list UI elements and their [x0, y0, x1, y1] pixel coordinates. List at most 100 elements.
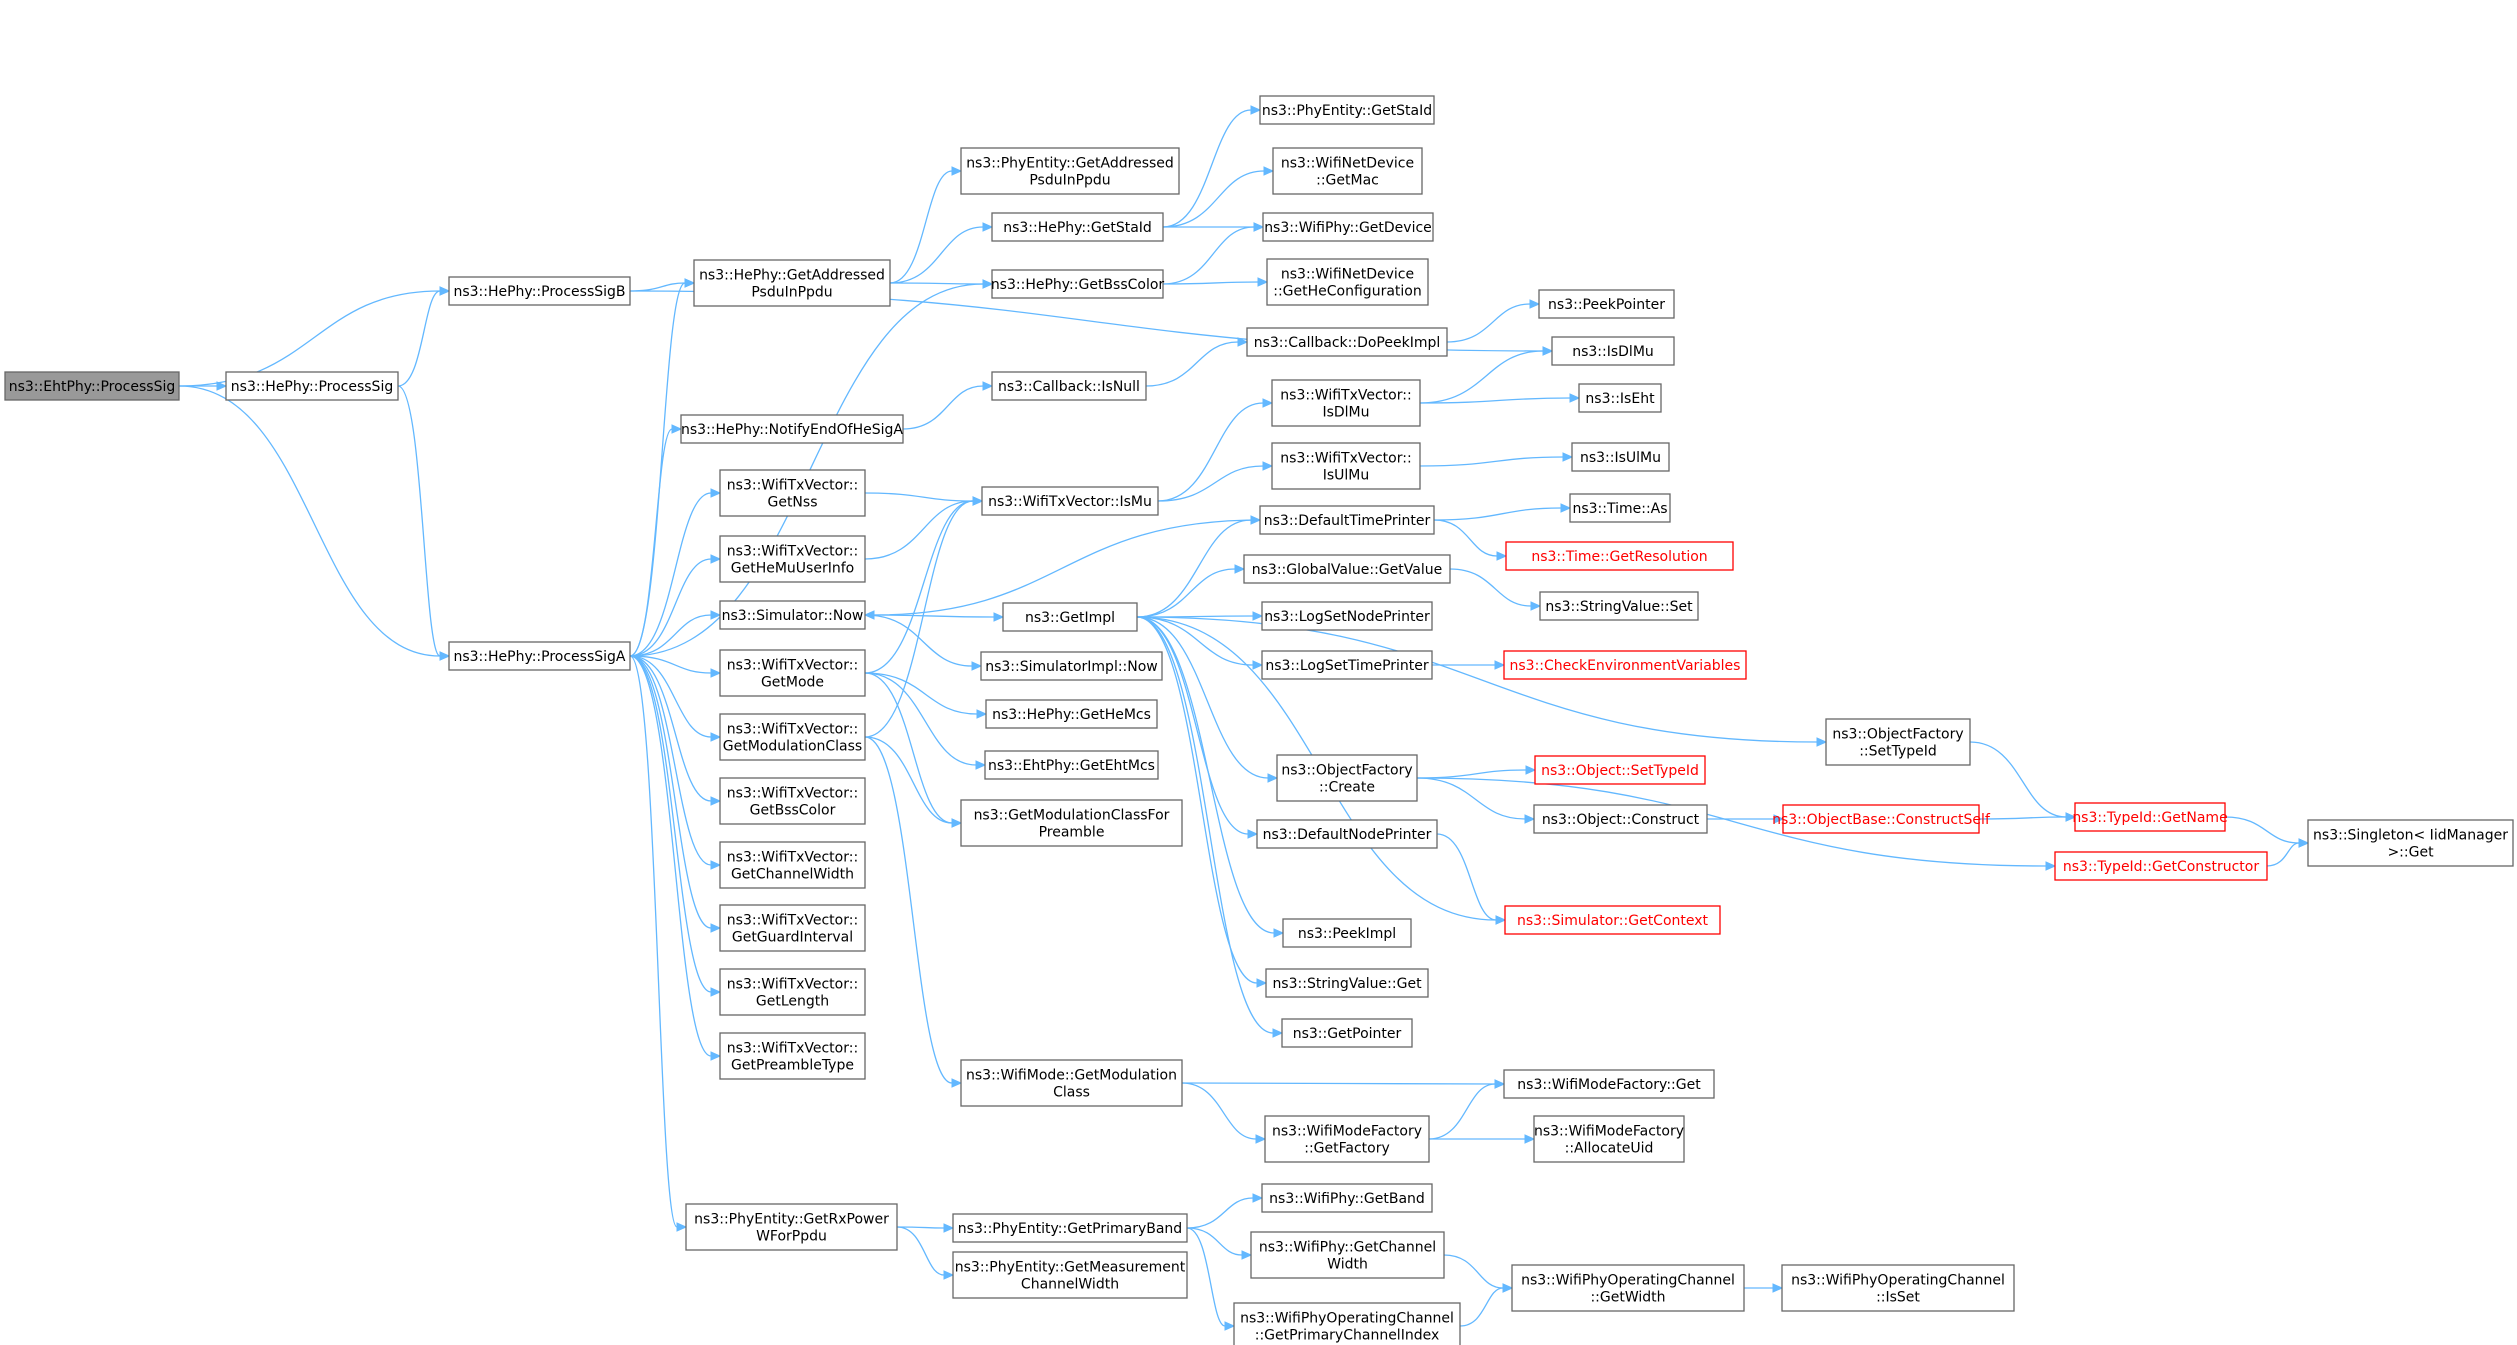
graph-node-n31[interactable]: ns3::LogSetNodePrinter [1261, 601, 1433, 631]
graph-node-n53[interactable]: ns3::WifiMode::GetModulationClass [960, 1059, 1183, 1107]
graph-node-n57[interactable]: ns3::WifiTxVector::GetBssColor [719, 777, 866, 825]
graph-node-n3[interactable]: ns3::HePhy::ProcessSigA [448, 641, 631, 671]
node-label: ns3::GetPointer [1293, 1026, 1402, 1042]
edge-line [864, 736, 953, 1084]
edge-line [1136, 616, 1274, 1034]
graph-node-n0[interactable]: ns3::EhtPhy::ProcessSig [4, 371, 180, 401]
graph-node-n30[interactable]: ns3::StringValue::Set [1539, 591, 1699, 621]
call-edge [1443, 1254, 1514, 1293]
graph-node-n11[interactable]: ns3::PhyEntity::GetStaId [1259, 95, 1435, 125]
graph-node-n59[interactable]: ns3::WifiTxVector::GetGuardInterval [719, 904, 866, 952]
graph-node-n69[interactable]: ns3::PhyEntity::GetMeasurementChannelWid… [952, 1251, 1188, 1299]
edge-line [629, 655, 712, 993]
graph-node-n68[interactable]: ns3::WifiPhyOperatingChannel::GetPrimary… [1233, 1302, 1461, 1345]
graph-node-n65[interactable]: ns3::WifiPhy::GetChannelWidth [1250, 1231, 1445, 1279]
graph-node-n18[interactable]: ns3::WifiTxVector::IsMu [981, 486, 1159, 516]
edge-line [1433, 519, 1498, 557]
graph-node-n66[interactable]: ns3::WifiPhyOperatingChannel::GetWidth [1511, 1264, 1745, 1312]
graph-node-n49[interactable]: ns3::HePhy::GetHeMcs [985, 699, 1158, 729]
graph-node-n48[interactable]: ns3::WifiTxVector::GetMode [719, 649, 866, 697]
graph-node-n58[interactable]: ns3::WifiTxVector::GetChannelWidth [719, 841, 866, 889]
node-label: ns3::WifiNetDevice [1281, 267, 1414, 283]
call-edge [1136, 616, 1285, 938]
graph-node-n40[interactable]: ns3::ObjectBase::ConstructSelf [1772, 804, 1991, 834]
edge-line [629, 558, 712, 657]
graph-node-n52[interactable]: ns3::WifiTxVector::GetModulationClass [719, 713, 866, 761]
graph-node-n9[interactable]: ns3::WifiNetDevice::GetHeConfiguration [1266, 258, 1429, 306]
edge-arrowhead [676, 1222, 688, 1232]
graph-node-n54[interactable]: ns3::WifiModeFactory::Get [1503, 1069, 1715, 1099]
graph-node-n2[interactable]: ns3::HePhy::ProcessSigB [448, 276, 631, 306]
graph-node-n61[interactable]: ns3::WifiTxVector::GetPreambleType [719, 1032, 866, 1080]
graph-node-n56[interactable]: ns3::WifiModeFactory::AllocateUid [1533, 1115, 1685, 1163]
graph-node-n22[interactable]: ns3::IsUlMu [1571, 442, 1670, 472]
graph-node-n43[interactable]: ns3::Simulator::GetContext [1504, 905, 1721, 935]
graph-node-n20[interactable]: ns3::IsEht [1578, 383, 1662, 413]
edge-arrowhead [710, 923, 722, 933]
graph-node-n33[interactable]: ns3::CheckEnvironmentVariables [1503, 650, 1747, 680]
graph-node-n47[interactable]: ns3::SimulatorImpl::Now [980, 651, 1163, 681]
graph-node-n8[interactable]: ns3::HePhy::GetStaId [991, 212, 1164, 242]
graph-node-n39[interactable]: ns3::Object::Construct [1533, 804, 1708, 834]
graph-node-n35[interactable]: ns3::TypeId::GetName [2072, 802, 2228, 832]
graph-node-n42[interactable]: ns3::DefaultNodePrinter [1256, 819, 1438, 849]
node-label: ::GetPrimaryChannelIndex [1255, 1328, 1440, 1344]
call-edge [864, 672, 987, 770]
graph-node-n32[interactable]: ns3::LogSetTimePrinter [1261, 650, 1433, 680]
edge-line [864, 500, 974, 738]
node-label: Width [1327, 1257, 1368, 1273]
graph-node-n63[interactable]: ns3::PhyEntity::GetPrimaryBand [952, 1213, 1188, 1243]
graph-node-n14[interactable]: ns3::Callback::IsNull [991, 371, 1147, 401]
node-box [719, 841, 866, 889]
graph-node-n67[interactable]: ns3::WifiPhyOperatingChannel::IsSet [1781, 1264, 2015, 1312]
graph-node-n23[interactable]: ns3::WifiTxVector::GetHeMuUserInfo [719, 535, 866, 583]
node-box [1503, 1069, 1715, 1099]
graph-node-n28[interactable]: ns3::Time::GetResolution [1505, 541, 1734, 571]
graph-node-n60[interactable]: ns3::WifiTxVector::GetLength [719, 968, 866, 1016]
graph-node-n10[interactable]: ns3::WifiPhy::GetDevice [1262, 212, 1434, 242]
graph-node-n1[interactable]: ns3::HePhy::ProcessSig [225, 371, 399, 401]
graph-node-n24[interactable]: ns3::Simulator::Now [719, 600, 866, 630]
graph-node-n34[interactable]: ns3::ObjectFactory::SetTypeId [1825, 718, 1971, 766]
graph-node-n17[interactable]: ns3::WifiTxVector::GetNss [719, 469, 866, 517]
graph-node-n50[interactable]: ns3::EhtPhy::GetEhtMcs [984, 750, 1159, 780]
node-box [448, 276, 631, 306]
graph-node-n13[interactable]: ns3::HePhy::NotifyEndOfHeSigA [680, 414, 904, 444]
node-label: ns3::WifiTxVector:: [727, 658, 858, 674]
graph-node-n21[interactable]: ns3::WifiTxVector::IsUlMu [1271, 442, 1421, 490]
edge-arrowhead [684, 278, 696, 288]
graph-node-n64[interactable]: ns3::WifiPhy::GetBand [1261, 1183, 1433, 1213]
graph-node-n25[interactable]: ns3::GetImpl [1002, 602, 1138, 632]
call-edge [864, 496, 984, 738]
edge-arrowhead [1262, 461, 1274, 471]
call-edge [1433, 519, 1508, 561]
call-edge [1136, 616, 1279, 783]
graph-node-n44[interactable]: ns3::PeekImpl [1282, 918, 1412, 948]
graph-node-n19[interactable]: ns3::WifiTxVector::IsDlMu [1271, 379, 1421, 427]
graph-node-n37[interactable]: ns3::ObjectFactory::Create [1276, 754, 1418, 802]
graph-node-n46[interactable]: ns3::GetPointer [1281, 1018, 1413, 1048]
graph-node-n16[interactable]: ns3::PeekPointer [1538, 289, 1675, 319]
graph-node-n41[interactable]: ns3::TypeId::GetConstructor [2054, 851, 2268, 881]
graph-node-n27[interactable]: ns3::Time::As [1569, 493, 1671, 523]
graph-node-n7[interactable]: ns3::HePhy::GetBssColor [991, 269, 1165, 299]
graph-node-n29[interactable]: ns3::GlobalValue::GetValue [1243, 554, 1451, 584]
edge-line [896, 1226, 945, 1276]
node-label: ns3::DefaultTimePrinter [1264, 513, 1431, 529]
node-box [952, 1213, 1188, 1243]
graph-node-n5[interactable]: ns3::IsDlMu [1551, 336, 1675, 366]
graph-node-n12[interactable]: ns3::WifiNetDevice::GetMac [1272, 147, 1423, 195]
graph-node-n38[interactable]: ns3::Object::SetTypeId [1534, 755, 1706, 785]
graph-node-n15[interactable]: ns3::Callback::DoPeekImpl [1246, 327, 1448, 357]
graph-node-n45[interactable]: ns3::StringValue::Get [1265, 968, 1429, 998]
graph-node-n26[interactable]: ns3::DefaultTimePrinter [1259, 505, 1435, 535]
node-box [1261, 601, 1433, 631]
edge-line [1136, 519, 1252, 618]
call-edge [629, 655, 722, 870]
graph-node-n55[interactable]: ns3::WifiModeFactory::GetFactory [1264, 1115, 1430, 1163]
graph-node-n36[interactable]: ns3::Singleton< IidManager >::Get [2307, 819, 2514, 867]
